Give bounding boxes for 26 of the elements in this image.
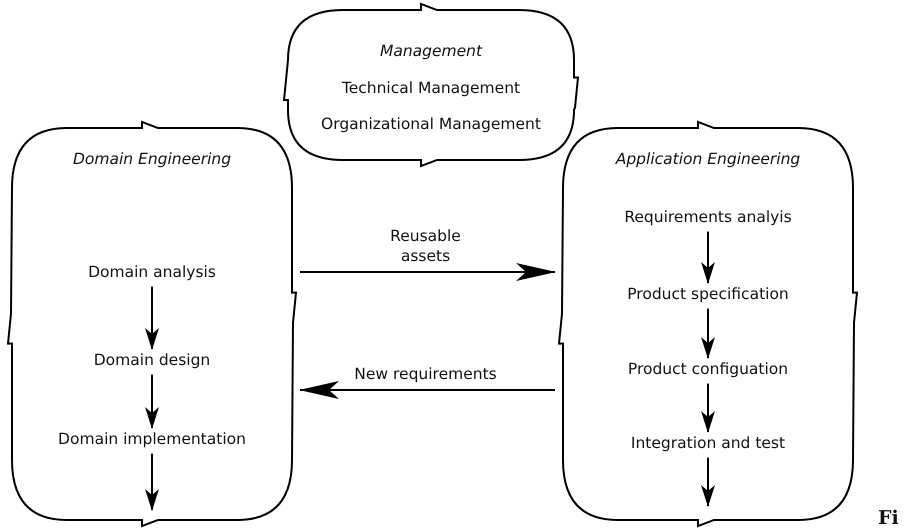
- step-label: Requirements analyis: [624, 208, 792, 227]
- arrow: [701, 384, 715, 433]
- step-label: Product specification: [627, 285, 789, 304]
- group-heading: Domain Engineering: [72, 150, 232, 169]
- arrow: [701, 458, 715, 507]
- arrow: [145, 374, 159, 429]
- arrow: [701, 308, 715, 359]
- step-label: Domain design: [94, 351, 210, 370]
- figure-label: Fi: [878, 507, 899, 529]
- item-text: Organizational Management: [321, 115, 541, 134]
- group-heading: Management: [380, 42, 482, 61]
- arrow: [299, 381, 555, 399]
- step-label: Domain analysis: [88, 263, 216, 282]
- step-label: Product configuation: [628, 360, 788, 379]
- edge-label: New requirements: [354, 364, 497, 384]
- step-label: Domain implementation: [58, 430, 246, 449]
- process-group: [555, 120, 861, 528]
- arrow: [145, 454, 159, 511]
- group-heading: Application Engineering: [616, 150, 800, 169]
- process-group: [280, 2, 582, 168]
- item-text: Technical Management: [342, 79, 520, 98]
- process-group: [4, 120, 300, 528]
- step-label: Integration and test: [630, 434, 786, 453]
- arrow: [701, 232, 715, 284]
- arrow: [145, 286, 159, 350]
- arrow: [300, 263, 556, 281]
